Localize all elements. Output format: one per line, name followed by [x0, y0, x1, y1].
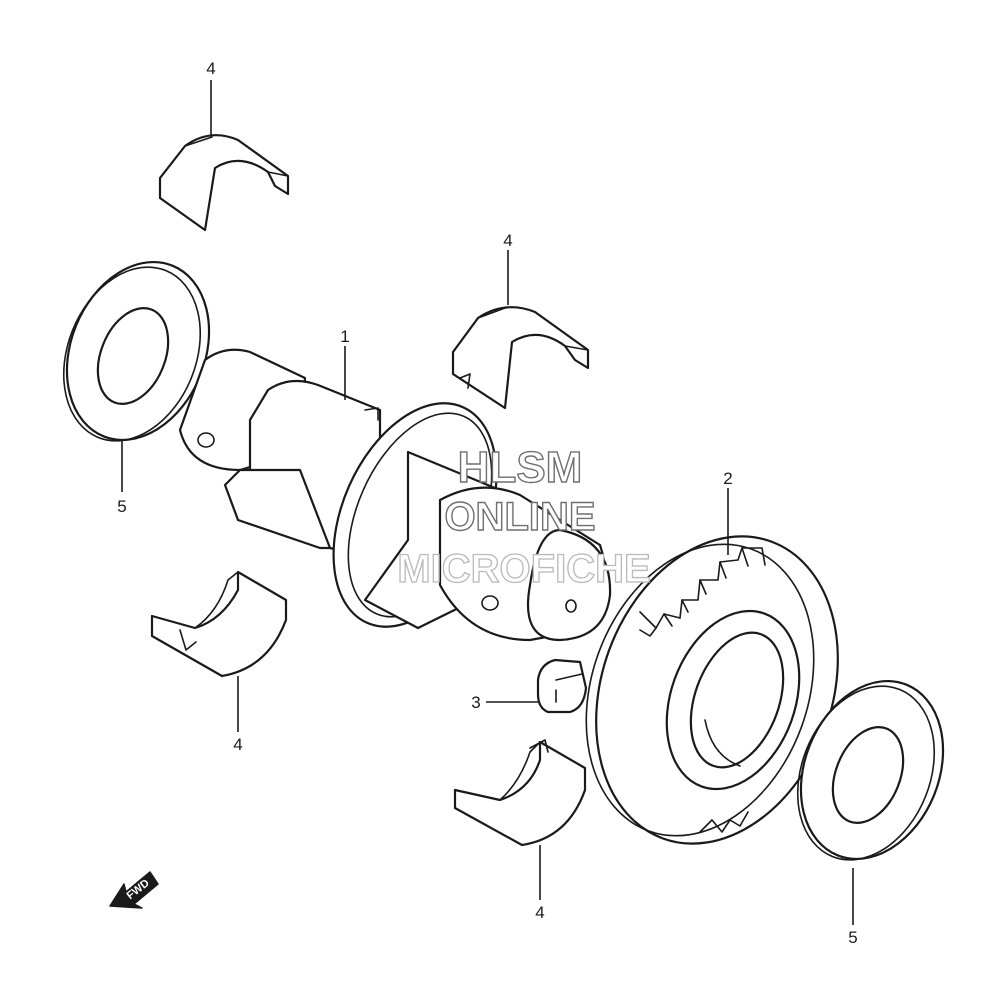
bearing-half-lower-right: [453, 739, 587, 847]
callout-5-left: 5: [117, 497, 126, 516]
callout-4-top-left: 4: [206, 59, 215, 78]
callout-1: 1: [340, 327, 349, 346]
callout-5-right: 5: [848, 928, 857, 947]
callout-3: 3: [471, 693, 480, 712]
fwd-arrow-icon: FWD: [109, 871, 159, 909]
shaft: [178, 348, 612, 642]
callout-4-lower-right: 4: [535, 903, 544, 922]
washer-left: [62, 260, 211, 442]
washer-right: [796, 679, 945, 861]
bearing-half-upper-right: [451, 306, 590, 410]
callouts: 4 4 1 5 2 3 4 4 5: [117, 59, 857, 947]
callout-4-upper-right: 4: [503, 231, 512, 250]
watermark-line-1: HLSM: [458, 443, 583, 492]
callout-4-lower-left: 4: [233, 735, 242, 754]
bearing-half-lower-left: [150, 570, 288, 678]
watermark-line-3: MICROFICHE: [397, 547, 650, 591]
gear: [585, 535, 839, 845]
key: [536, 658, 588, 714]
bearing-half-top-left: [158, 134, 290, 232]
leader-lines: [121, 80, 854, 925]
watermark: HLSM ONLINE MICROFICHE: [397, 442, 652, 591]
callout-2: 2: [723, 469, 732, 488]
watermark-line-2: ONLINE: [444, 495, 595, 539]
